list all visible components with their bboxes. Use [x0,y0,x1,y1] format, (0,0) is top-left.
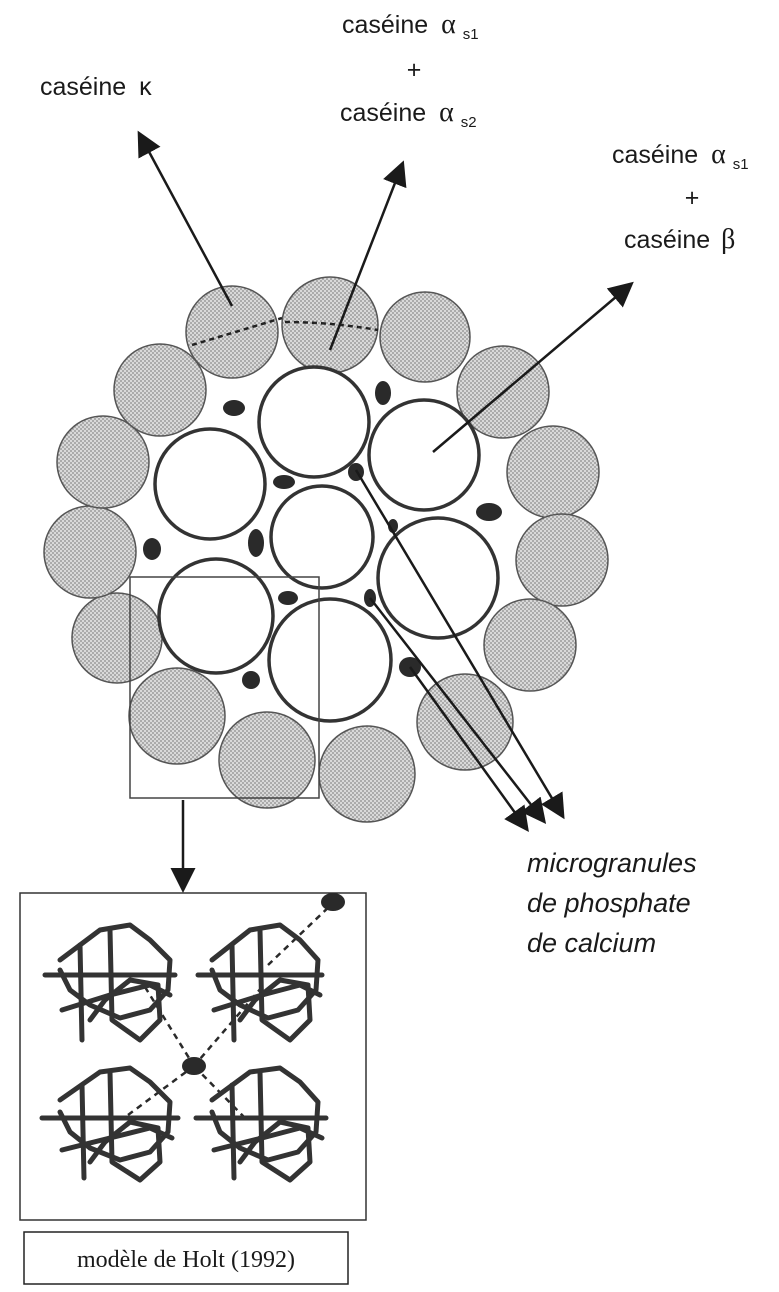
label-as2-line: caséine α s2 [340,97,477,131]
kappa-sphere [72,593,162,683]
label-micrograules-line2: de phosphate [527,888,691,918]
inset-corner-micrograule [321,893,345,911]
label-word: caséine [342,11,428,39]
label-kappa-word: caséine [40,73,126,101]
micrograule [242,671,260,689]
kappa-sphere [44,506,136,598]
label-word: caséine [612,141,698,169]
arrow-to-kappa [140,135,232,306]
kappa-sphere [114,344,206,436]
label-kappa-greek: κ [139,73,152,101]
label-plus: + [685,184,700,212]
kappa-sphere [516,514,608,606]
label-plus: + [407,56,422,84]
inner-sphere [271,486,373,588]
caption-box: modèle de Holt (1992) [24,1232,348,1284]
label-word: caséine [624,226,710,254]
holt-model-inset [20,893,366,1220]
kappa-sphere [484,599,576,691]
micrograule [476,503,502,521]
micrograule [278,591,298,605]
label-word: caséine [340,99,426,127]
label-subscript: s1 [463,26,479,43]
micrograule [248,529,264,557]
inner-casein-core [155,367,498,721]
label-casein-as1-beta: caséine α s1 + caséine β [612,139,749,255]
inner-sphere [159,559,273,673]
label-beta-line: caséine β [624,224,735,255]
inner-sphere [155,429,265,539]
kappa-sphere [57,416,149,508]
inset-center-micrograule [182,1057,206,1075]
label-greek: α [441,9,456,40]
label-micrograules-line3: de calcium [527,928,656,958]
kappa-sphere [319,726,415,822]
label-as1-line: caséine α s1 [612,139,749,173]
inner-sphere [369,400,479,510]
label-greek: α [439,97,454,128]
label-as1-line: caséine α s1 [342,9,479,43]
inset-frame [20,893,366,1220]
label-greek: α [711,139,726,170]
kappa-sphere [507,426,599,518]
micrograule [223,400,245,416]
kappa-sphere [186,286,278,378]
micrograule [375,381,391,405]
kappa-sphere [129,668,225,764]
label-micrograules-line1: microgranules [527,848,697,878]
label-subscript: s2 [461,114,477,131]
label-casein-kappa: caséine κ [40,73,152,101]
kappa-sphere [417,674,513,770]
label-micrograules: microgranules de phosphate de calcium [527,848,697,958]
kappa-sphere [219,712,315,808]
micrograule [273,475,295,489]
kappa-sphere [380,292,470,382]
label-greek: β [721,224,735,255]
label-subscript: s1 [733,156,749,173]
inner-sphere [269,599,391,721]
inner-sphere [259,367,369,477]
caption-text: modèle de Holt (1992) [77,1247,295,1273]
label-casein-as1-as2: caséine α s1 + caséine α s2 [340,9,479,131]
micrograule [143,538,161,560]
